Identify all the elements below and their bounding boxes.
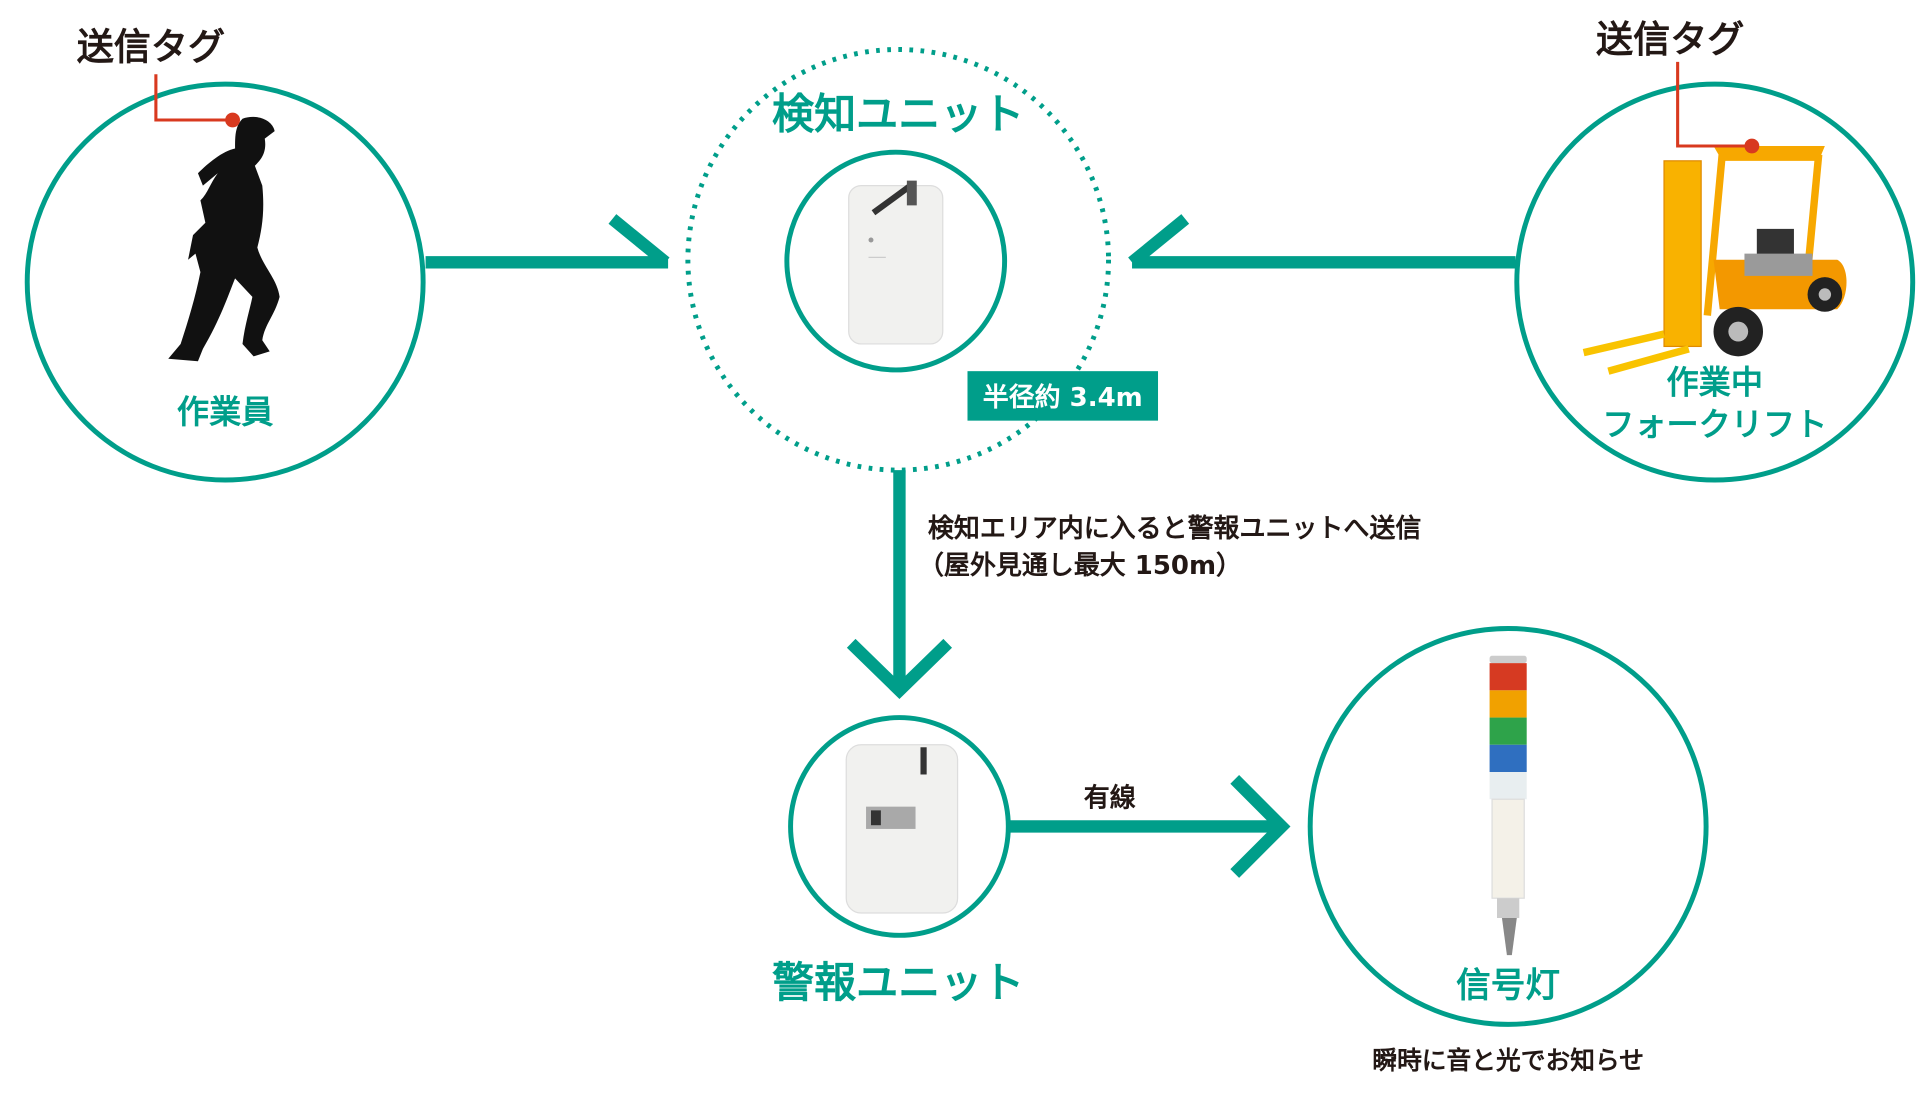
- transmission-range-note: （屋外見通し最大 150m）: [918, 551, 1242, 581]
- alarm-device-image: [845, 744, 959, 914]
- wired-connection-label: 有線: [1084, 783, 1136, 814]
- forklift-tag-dot: [1744, 138, 1760, 154]
- radius-badge: [967, 371, 1159, 421]
- forklift-label-line1: 作業中: [1667, 363, 1763, 401]
- signal-light-caption: 瞬時に音と光でお知らせ: [1372, 1046, 1644, 1075]
- worker-tag-dot: [225, 112, 241, 128]
- worker-tag-leader-line: [154, 74, 233, 122]
- radius-badge-text: 半径約 3.4m: [983, 382, 1143, 413]
- worker-label: 作業員: [177, 393, 273, 431]
- forklift-tag-leader-line: [1676, 61, 1752, 148]
- forklift-image: [1582, 145, 1847, 375]
- detector-device-image: [848, 180, 944, 345]
- arrow-forklift-to-detector: [1128, 214, 1516, 269]
- connector-arrows: [425, 214, 1516, 878]
- detection-range-circle: [685, 47, 1112, 473]
- transmission-description: 検知エリア内に入ると警報ユニットへ送信: [928, 513, 1421, 544]
- alarm-unit-title: 警報ユニット: [772, 958, 1024, 1007]
- arrow-alarm-to-signal: [1008, 775, 1291, 878]
- forklift-label-line2: フォークリフト: [1602, 405, 1827, 443]
- arrow-worker-to-detector: [425, 214, 670, 269]
- worker-silhouette-icon: [168, 116, 280, 362]
- forklift-tag-label: 送信タグ: [1596, 18, 1744, 61]
- arrow-detector-to-alarm: [846, 470, 953, 699]
- detector-title: 検知ユニット: [772, 90, 1024, 139]
- signal-tower-image: [1489, 655, 1527, 956]
- worker-tag-label: 送信タグ: [77, 25, 225, 68]
- signal-light-label: 信号灯: [1456, 966, 1560, 1006]
